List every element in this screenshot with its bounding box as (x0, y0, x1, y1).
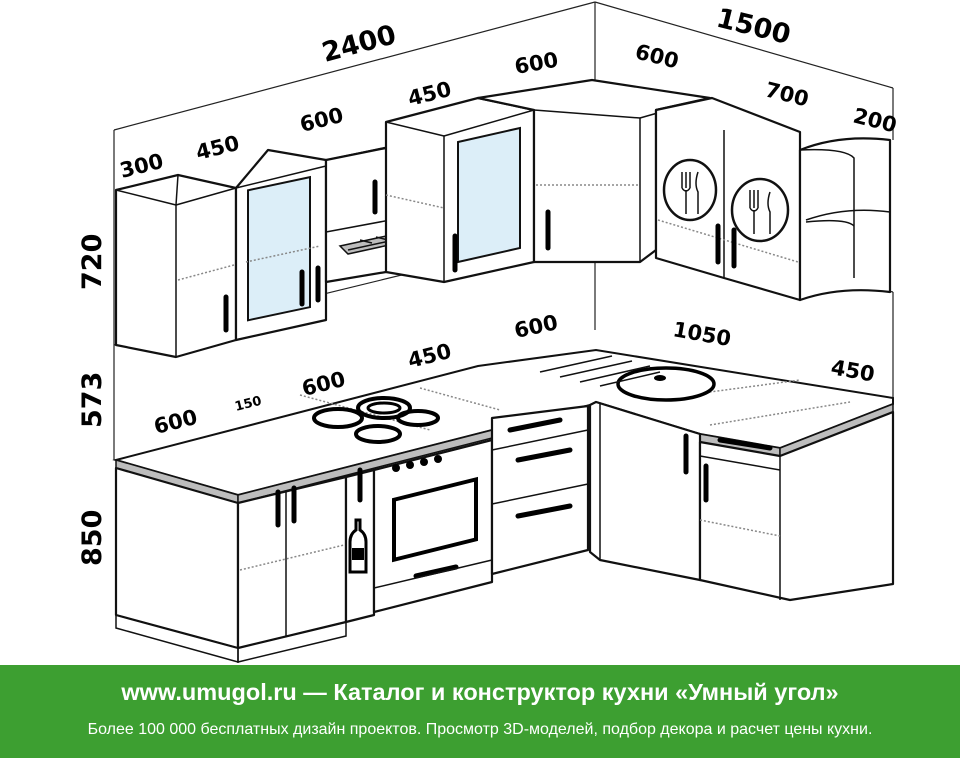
upper-cabinet-300 (114, 173, 238, 359)
base-cabinet-corner (588, 400, 702, 582)
cutlery-icon (730, 177, 790, 243)
upper-cabinet-450-glass-2 (384, 96, 536, 284)
dim-upper-right-1: 600 (633, 40, 681, 74)
glass-door-right (457, 126, 521, 264)
dim-upper-right-3: 200 (851, 104, 899, 138)
dim-height-gap: 573 (77, 372, 108, 428)
bottle-rack-150 (344, 467, 376, 624)
open-shelf-200 (798, 137, 892, 302)
kitchen-layout-drawing: 2400 1500 300 450 600 450 600 600 700 20… (77, 1, 899, 663)
oven-cabinet (372, 438, 494, 614)
sink (539, 355, 716, 402)
dim-upper-5: 600 (513, 48, 560, 79)
footer-banner: www.umugol.ru — Каталог и конструктор ку… (0, 665, 960, 758)
glass-door-left (247, 175, 311, 322)
base-cabinet-600 (114, 466, 240, 663)
dim-upper-2: 450 (193, 131, 241, 165)
upper-cabinet-450-glass (234, 148, 328, 342)
dim-upper-1: 300 (117, 149, 165, 183)
cutlery-icon (662, 158, 718, 222)
footer-subtitle: Более 100 000 бесплатных дизайн проектов… (87, 721, 873, 738)
footer-title[interactable]: www.umugol.ru — Каталог и конструктор ку… (121, 679, 839, 705)
base-cabinet-double-door (236, 475, 348, 663)
drawer-cabinet-450 (490, 404, 590, 576)
oven-window (392, 476, 478, 563)
dim-height-upper: 720 (77, 234, 108, 290)
dim-total-right: 1500 (713, 3, 793, 51)
dim-upper-right-2: 700 (763, 78, 811, 112)
dim-upper-3: 600 (297, 103, 345, 137)
dim-total-left: 2400 (319, 19, 400, 68)
dim-counter-5: 600 (512, 310, 560, 343)
dim-counter-3: 600 (299, 367, 347, 401)
dim-counter-right-2: 450 (829, 355, 876, 386)
upper-cabinet-right (654, 96, 802, 302)
dim-counter-4: 450 (405, 339, 453, 373)
base-cabinet-right (698, 410, 895, 602)
upper-cabinet-corner (476, 78, 712, 264)
dim-counter-1: 600 (151, 405, 199, 439)
dim-counter-right-1: 1050 (671, 317, 733, 351)
cooktop (312, 396, 440, 444)
dim-height-base: 850 (77, 510, 108, 566)
dim-counter-2: 150 (233, 394, 263, 415)
